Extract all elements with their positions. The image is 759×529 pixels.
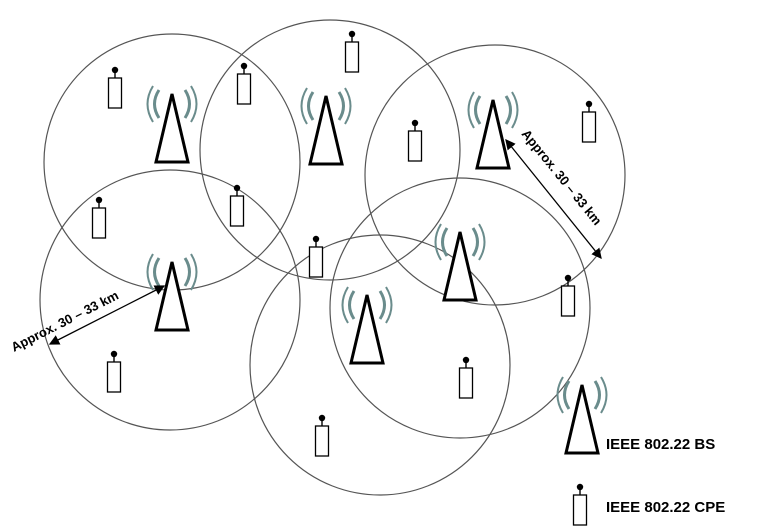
cpe-icon bbox=[236, 62, 252, 105]
distance-arrow-right bbox=[505, 138, 602, 260]
legend: IEEE 802.22 BS IEEE 802.22 CPE bbox=[556, 375, 725, 526]
cpe-icon bbox=[91, 196, 107, 239]
coverage-circle bbox=[364, 44, 626, 306]
cpe-icon bbox=[560, 274, 576, 317]
cpe-icon bbox=[106, 350, 122, 393]
coverage-circles bbox=[39, 19, 626, 496]
coverage-circle bbox=[199, 19, 461, 281]
coverage-circle bbox=[39, 169, 301, 431]
base-station-icon bbox=[146, 84, 198, 164]
cpe-icon bbox=[107, 66, 123, 109]
base-station-icon bbox=[467, 90, 519, 170]
base-station-icon bbox=[341, 285, 393, 365]
base-station-icon bbox=[146, 252, 198, 332]
coverage-circle bbox=[329, 177, 591, 439]
cpe-icon bbox=[581, 100, 597, 143]
cpe-devices bbox=[91, 30, 597, 457]
legend-base-station-icon bbox=[556, 375, 608, 455]
cpe-icon bbox=[458, 356, 474, 399]
cpe-icon bbox=[314, 414, 330, 457]
legend-cpe-label: IEEE 802.22 CPE bbox=[606, 499, 725, 516]
cpe-icon bbox=[308, 235, 324, 278]
legend-cpe-icon bbox=[572, 483, 588, 526]
cpe-icon bbox=[344, 30, 360, 73]
base-station-icon bbox=[300, 86, 352, 166]
legend-bs-label: IEEE 802.22 BS bbox=[606, 436, 715, 453]
base-stations bbox=[146, 84, 519, 365]
distance-arrow-left bbox=[48, 285, 166, 345]
distance-label-left: Approx. 30 – 33 km bbox=[9, 288, 121, 355]
base-station-icon bbox=[434, 222, 486, 302]
cpe-icon bbox=[407, 119, 423, 162]
coverage-circle bbox=[249, 234, 511, 496]
